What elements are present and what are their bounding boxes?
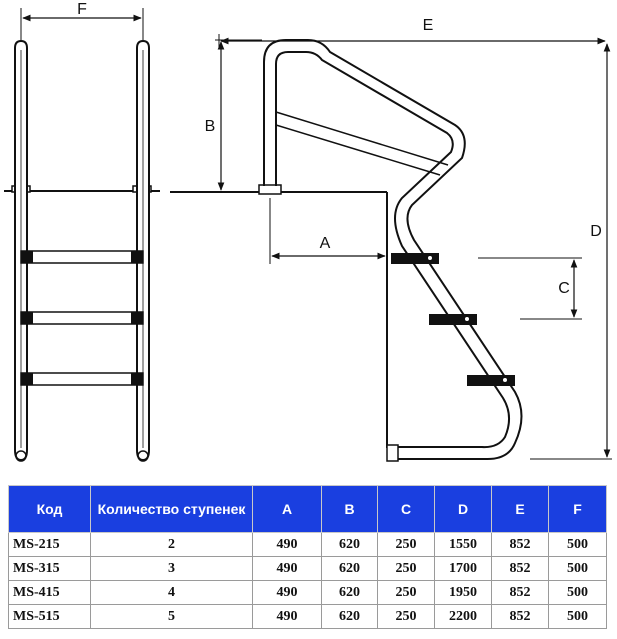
cell-a: 490 bbox=[252, 556, 322, 581]
cell-code: MS-215 bbox=[8, 532, 91, 557]
dim-label-a: A bbox=[320, 235, 331, 252]
wall-bumper bbox=[386, 444, 399, 462]
side-step bbox=[429, 314, 477, 325]
specification-table: Код Количество ступенек A B C D E F MS-2… bbox=[8, 485, 607, 629]
cell-code: MS-415 bbox=[8, 580, 91, 605]
cell-d: 1550 bbox=[434, 532, 492, 557]
cell-c: 250 bbox=[377, 580, 435, 605]
step-bolt bbox=[427, 255, 433, 261]
dim-label-b: B bbox=[205, 118, 216, 135]
cell-b: 620 bbox=[321, 604, 378, 629]
cell-b: 620 bbox=[321, 532, 378, 557]
side-view bbox=[170, 34, 612, 462]
cell-e: 852 bbox=[491, 532, 549, 557]
table-row: MS-315 3 490 620 250 1700 852 500 bbox=[8, 556, 607, 581]
front-step bbox=[20, 311, 144, 325]
cell-e: 852 bbox=[491, 556, 549, 581]
cell-d: 2200 bbox=[434, 604, 492, 629]
table-row: MS-415 4 490 620 250 1950 852 500 bbox=[8, 580, 607, 605]
step-bolt bbox=[502, 377, 508, 383]
cell-b: 620 bbox=[321, 580, 378, 605]
cell-c: 250 bbox=[377, 604, 435, 629]
cell-f: 500 bbox=[548, 556, 607, 581]
cell-steps: 5 bbox=[90, 604, 253, 629]
header-a: A bbox=[252, 485, 322, 533]
cell-e: 852 bbox=[491, 604, 549, 629]
side-step bbox=[391, 253, 439, 264]
cell-code: MS-315 bbox=[8, 556, 91, 581]
front-view bbox=[4, 8, 160, 462]
cell-f: 500 bbox=[548, 604, 607, 629]
cell-c: 250 bbox=[377, 532, 435, 557]
handrail-anchor bbox=[258, 184, 282, 195]
handrail-tube-outer bbox=[263, 39, 523, 461]
handrail-tube-inner bbox=[275, 51, 510, 449]
dim-label-c: C bbox=[558, 280, 570, 297]
cell-d: 1950 bbox=[434, 580, 492, 605]
cell-steps: 2 bbox=[90, 532, 253, 557]
cell-c: 250 bbox=[377, 556, 435, 581]
dim-label-e: E bbox=[423, 17, 434, 34]
ladder-technical-drawing: F B E bbox=[4, 1, 612, 462]
header-b: B bbox=[321, 485, 378, 533]
handrail-crossbar-top bbox=[275, 111, 449, 166]
front-step bbox=[20, 250, 144, 264]
cell-e: 852 bbox=[491, 580, 549, 605]
header-d: D bbox=[434, 485, 492, 533]
header-steps: Количество ступенек bbox=[90, 485, 253, 533]
dim-label-f: F bbox=[77, 1, 87, 18]
dim-label-d: D bbox=[590, 223, 602, 240]
front-foot-left bbox=[15, 450, 27, 462]
step-bolt bbox=[464, 316, 470, 322]
cell-b: 620 bbox=[321, 556, 378, 581]
handrail-crossbar-bottom bbox=[275, 124, 441, 176]
front-step bbox=[20, 372, 144, 386]
header-c: C bbox=[377, 485, 435, 533]
cell-a: 490 bbox=[252, 532, 322, 557]
header-f: F bbox=[548, 485, 607, 533]
cell-d: 1700 bbox=[434, 556, 492, 581]
header-code: Код bbox=[8, 485, 91, 533]
side-step bbox=[467, 375, 515, 386]
header-e: E bbox=[491, 485, 549, 533]
table-row: MS-515 5 490 620 250 2200 852 500 bbox=[8, 604, 607, 629]
cell-steps: 4 bbox=[90, 580, 253, 605]
table-row: MS-215 2 490 620 250 1550 852 500 bbox=[8, 532, 607, 557]
cell-code: MS-515 bbox=[8, 604, 91, 629]
table-header-row: Код Количество ступенек A B C D E F bbox=[8, 485, 607, 533]
cell-f: 500 bbox=[548, 532, 607, 557]
cell-f: 500 bbox=[548, 580, 607, 605]
cell-a: 490 bbox=[252, 580, 322, 605]
cell-steps: 3 bbox=[90, 556, 253, 581]
front-foot-right bbox=[137, 450, 149, 462]
cell-a: 490 bbox=[252, 604, 322, 629]
